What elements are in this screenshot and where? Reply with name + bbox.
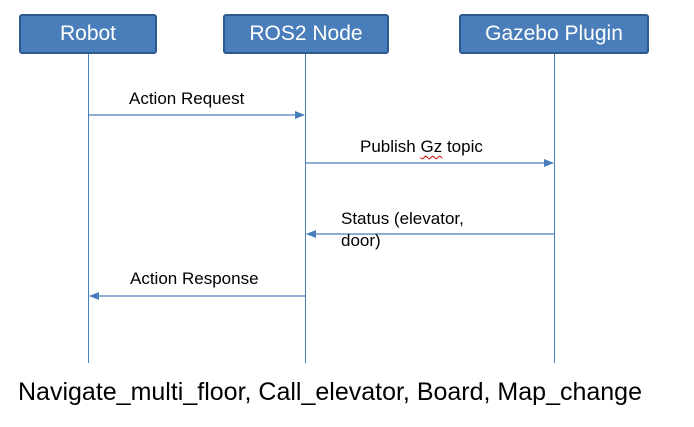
actor-ros2-node-label: ROS2 Node <box>249 22 363 45</box>
actor-gazebo-plugin-label: Gazebo Plugin <box>485 22 623 45</box>
label-status-line2: door) <box>341 231 381 250</box>
actor-ros2-node: ROS2 Node <box>223 14 389 54</box>
actor-robot: Robot <box>19 14 157 54</box>
actions-caption: Navigate_multi_floor, Call_elevator, Boa… <box>18 378 642 406</box>
label-publish-gz-topic: Publish Gz topic <box>360 136 483 157</box>
actor-gazebo-plugin: Gazebo Plugin <box>459 14 649 54</box>
label-action-request: Action Request <box>129 89 245 108</box>
label-publish-suffix: topic <box>442 137 483 156</box>
lifeline-gazebo-plugin <box>554 54 555 363</box>
label-status-line1: Status (elevator, <box>341 209 464 228</box>
label-gz-word: Gz <box>420 137 443 156</box>
label-publish-prefix: Publish <box>360 137 421 156</box>
actor-robot-label: Robot <box>59 22 117 45</box>
label-action-response: Action Response <box>130 269 259 288</box>
lifeline-robot <box>88 54 89 363</box>
lifeline-ros2-node <box>305 54 306 363</box>
